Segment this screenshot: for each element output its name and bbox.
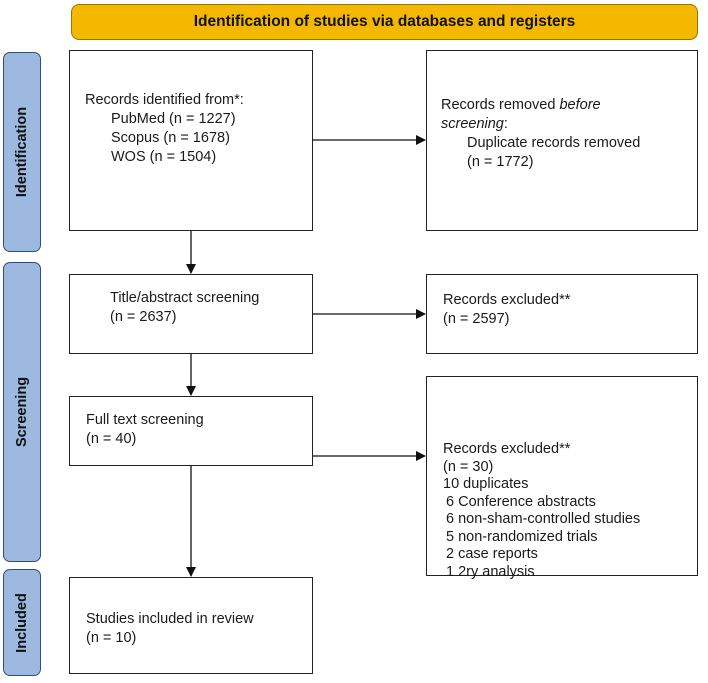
title-abstract-screening-box: Title/abstract screening (n = 2637) bbox=[69, 274, 313, 354]
full-text-count: (n = 40) bbox=[86, 431, 137, 447]
records-excluded-label-1: Records excluded** bbox=[443, 292, 571, 308]
records-excluded-box-2: Records excluded** (n = 30) 10 duplicate… bbox=[426, 376, 698, 580]
exclusion-reason: 10 duplicates bbox=[443, 476, 529, 492]
title-abstract-label: Title/abstract screening bbox=[110, 290, 260, 306]
header-title: Identification of studies via databases … bbox=[193, 13, 576, 30]
records-excluded-count-1: (n = 2597) bbox=[443, 311, 510, 327]
source-pubmed: PubMed (n = 1227) bbox=[111, 111, 236, 127]
phase-screening: Screening bbox=[3, 262, 41, 562]
records-excluded-box-1: Records excluded** (n = 2597) bbox=[426, 274, 698, 354]
records-removed-heading: Records removed before bbox=[441, 97, 601, 113]
records-excluded-count-2: (n = 30) bbox=[443, 458, 494, 475]
studies-included-count: (n = 10) bbox=[86, 630, 137, 646]
full-text-screening-box: Full text screening (n = 40) bbox=[69, 396, 313, 466]
exclusion-reason: 5 non-randomized trials bbox=[446, 528, 598, 545]
records-identified-heading: Records identified from*: bbox=[85, 92, 244, 108]
exclusion-reason: 2 case reports bbox=[446, 546, 538, 562]
records-identified-box: Records identified from*: PubMed (n = 12… bbox=[69, 50, 313, 231]
records-removed-heading-end: screening: bbox=[441, 116, 508, 132]
source-scopus: Scopus (n = 1678) bbox=[111, 130, 230, 146]
phase-identification: Identification bbox=[3, 52, 41, 252]
source-wos: WOS (n = 1504) bbox=[111, 149, 217, 165]
title-abstract-count: (n = 2637) bbox=[110, 309, 177, 325]
studies-included-label: Studies included in review bbox=[86, 611, 254, 627]
duplicates-removed-label: Duplicate records removed bbox=[467, 135, 641, 151]
exclusion-reason: 6 non-sham-controlled studies bbox=[446, 511, 641, 527]
exclusion-reason: 6 Conference abstracts bbox=[446, 493, 596, 510]
studies-included-box: Studies included in review (n = 10) bbox=[69, 577, 313, 674]
records-excluded-label-2: Records excluded** bbox=[443, 441, 571, 457]
full-text-label: Full text screening bbox=[86, 412, 204, 428]
exclusion-reason: 1 2ry analysis bbox=[446, 563, 535, 580]
header-banner: Identification of studies via databases … bbox=[71, 4, 698, 40]
phase-included: Included bbox=[3, 569, 41, 676]
duplicates-removed-count: (n = 1772) bbox=[467, 154, 534, 170]
records-removed-box: Records removed before screening: Duplic… bbox=[426, 50, 698, 231]
